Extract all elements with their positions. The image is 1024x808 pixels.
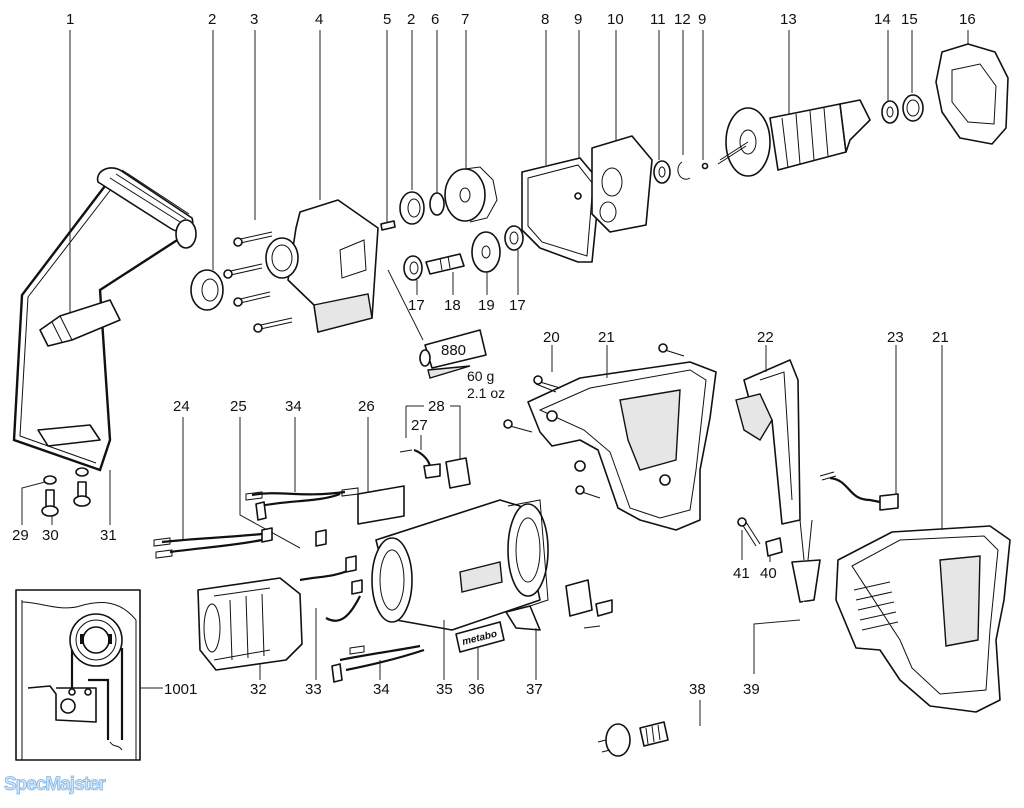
- label-part-1001: 1001: [164, 681, 197, 698]
- brush-holder-27-28: [399, 448, 471, 489]
- label-part-31: 31: [100, 527, 117, 544]
- label-part-9b: 9: [698, 11, 706, 28]
- grease-weight-imperial: 2.1 oz: [467, 385, 505, 401]
- label-part-19: 19: [478, 297, 495, 314]
- power-cord: [597, 519, 821, 757]
- label-part-36: 36: [468, 681, 485, 698]
- gasket-and-plate: [521, 135, 709, 263]
- label-part-23: 23: [887, 329, 904, 346]
- label-part-14: 14: [874, 11, 891, 28]
- label-part-29: 29: [12, 527, 29, 544]
- label-part-17b: 17: [509, 297, 526, 314]
- label-part-12: 12: [674, 11, 691, 28]
- bolts-29-30: [41, 467, 91, 517]
- leader-lines-24-28: [182, 405, 461, 549]
- label-part-35: 35: [436, 681, 453, 698]
- label-part-39: 39: [743, 681, 760, 698]
- label-part-7: 7: [461, 11, 469, 28]
- leader-lines-29-31: [21, 470, 111, 525]
- label-part-16: 16: [959, 11, 976, 28]
- label-part-2b: 2: [407, 11, 415, 28]
- leader-lines-bottom: [259, 608, 537, 680]
- label-part-21b: 21: [932, 329, 949, 346]
- cord-clamp-parts: [737, 517, 783, 562]
- housing-half-right: [835, 525, 1011, 713]
- middle-left-labels: 24 25 34 26 28 27: [173, 398, 445, 434]
- side-handle-bail: [12, 167, 197, 472]
- leader-lines-17-19: [416, 250, 519, 295]
- label-part-9: 9: [574, 11, 582, 28]
- label-part-20: 20: [543, 329, 560, 346]
- gear-housing-group: [190, 199, 379, 333]
- label-part-32: 32: [250, 681, 267, 698]
- label-part-10: 10: [607, 11, 624, 28]
- wires-upper: [153, 485, 405, 559]
- label-part-17a: 17: [408, 297, 425, 314]
- armature: [717, 94, 924, 177]
- label-part-21a: 21: [598, 329, 615, 346]
- nameplate: metabo: [455, 605, 541, 653]
- label-part-18: 18: [444, 297, 461, 314]
- label-part-40: 40: [760, 565, 777, 582]
- grease-weight-metric: 60 g: [467, 368, 494, 384]
- label-part-34a: 34: [285, 398, 302, 415]
- label-part-38: 38: [689, 681, 706, 698]
- label-part-2: 2: [208, 11, 216, 28]
- motor-housing: [371, 499, 549, 631]
- label-part-11: 11: [650, 11, 666, 28]
- grease-code: 880: [441, 342, 466, 359]
- gears-upper: [380, 166, 498, 231]
- label-part-37: 37: [526, 681, 543, 698]
- label-part-34b: 34: [373, 681, 390, 698]
- stator: [197, 577, 303, 671]
- label-part-13: 13: [780, 11, 797, 28]
- label-part-24: 24: [173, 398, 190, 415]
- leader-lines-top: [69, 30, 969, 320]
- top-labels: 1 2 3 4 5 2 6 7 8 9 10 11 12 9 13 14 15 …: [66, 11, 976, 28]
- label-part-26: 26: [358, 398, 375, 415]
- grease-tube: 880 60 g 2.1 oz: [387, 269, 505, 401]
- label-part-3: 3: [250, 11, 258, 28]
- housing-half-left: [503, 343, 717, 531]
- label-part-22: 22: [757, 329, 774, 346]
- label-part-33: 33: [305, 681, 322, 698]
- label-part-6: 6: [431, 11, 439, 28]
- gears-lower: [403, 225, 524, 281]
- label-part-15: 15: [901, 11, 918, 28]
- switch-wire: [819, 471, 899, 511]
- terminal-parts: [565, 579, 613, 629]
- leader-line-39: [753, 619, 801, 674]
- label-part-4: 4: [315, 11, 323, 28]
- label-part-8: 8: [541, 11, 549, 28]
- label-part-30: 30: [42, 527, 59, 544]
- label-part-1: 1: [66, 11, 74, 28]
- wiring-diagram-inset: 1001: [15, 589, 197, 761]
- switch: [735, 359, 801, 525]
- label-part-25: 25: [230, 398, 247, 415]
- wires-lower: [299, 555, 425, 683]
- screws-3: [223, 231, 293, 333]
- label-part-28: 28: [428, 398, 445, 415]
- leader-lines-20-21: [551, 345, 608, 378]
- label-part-27: 27: [411, 417, 428, 434]
- label-part-5: 5: [383, 11, 391, 28]
- fan-guide-ring: [935, 43, 1009, 145]
- watermark-logo: SpecMajster: [4, 774, 107, 795]
- label-part-41: 41: [733, 565, 750, 582]
